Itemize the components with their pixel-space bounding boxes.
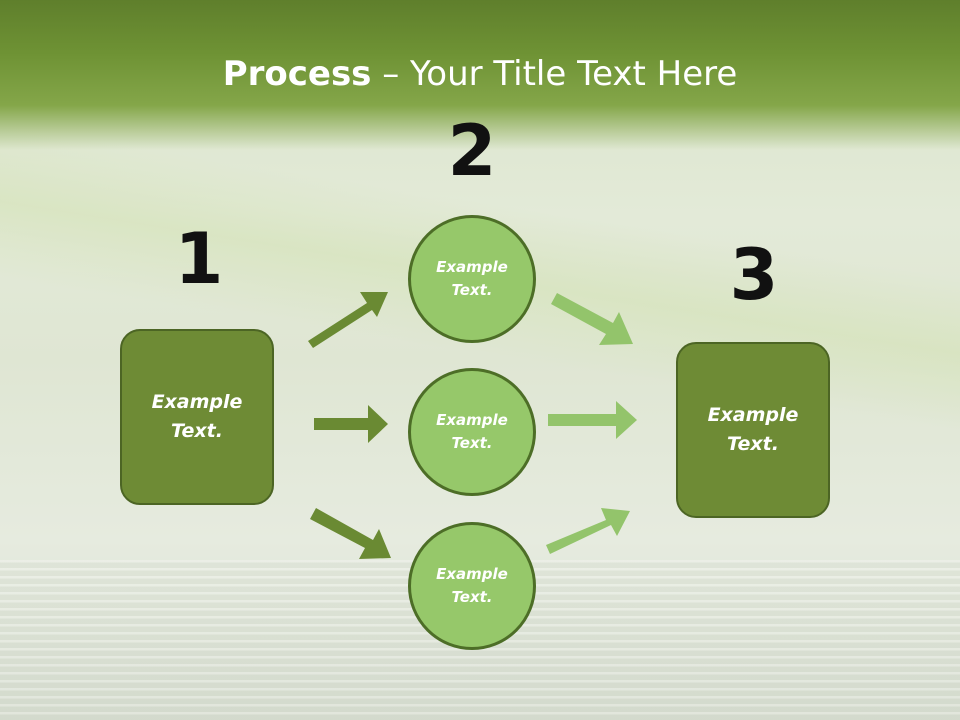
step-3-text: Example Text. <box>707 404 799 455</box>
arrow-1-to-2c-icon <box>310 508 391 559</box>
arrow-2a-to-3-icon <box>551 293 633 345</box>
arrow-1-to-2a-icon <box>308 292 388 348</box>
step-2-number: 2 <box>447 110 497 192</box>
step-3-box: Example Text. <box>676 342 830 518</box>
arrow-2b-to-3-icon <box>548 401 637 439</box>
step-1-box: Example Text. <box>120 329 274 505</box>
step-2-circle-3: Example Text. <box>408 522 536 650</box>
step-2-circle-1: Example Text. <box>408 215 536 343</box>
arrow-2c-to-3-icon <box>546 508 630 554</box>
step-2-circle-2: Example Text. <box>408 368 536 496</box>
step-1-number: 1 <box>174 218 224 300</box>
step-1-text: Example Text. <box>151 391 243 442</box>
step-3-number: 3 <box>729 234 779 316</box>
title-bold: Process <box>222 54 372 94</box>
title-rest: – Your Title Text Here <box>371 54 738 94</box>
slide-title: Process – Your Title Text Here <box>0 52 960 96</box>
arrow-1-to-2b-icon <box>314 405 388 443</box>
step-2-circle-1-text: Example Text. <box>436 258 508 299</box>
step-2-circle-2-text: Example Text. <box>436 411 508 452</box>
step-2-circle-3-text: Example Text. <box>436 565 508 606</box>
title-banner <box>0 0 960 150</box>
